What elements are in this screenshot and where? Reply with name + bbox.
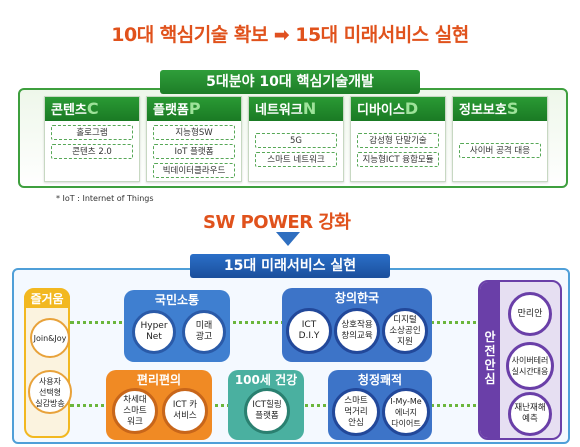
service-circle: 디지털 소상공인 지원 bbox=[382, 308, 428, 354]
category-content: 콘텐츠C 홀로그램 콘텐츠 2.0 bbox=[44, 96, 140, 182]
category-title: 플랫폼 bbox=[153, 103, 189, 118]
tech-item: 스마트 네트워크 bbox=[255, 152, 337, 167]
service-circle: 만리안 bbox=[508, 292, 552, 336]
group-fun bbox=[24, 288, 70, 438]
service-circle: 차세대 스마트 워크 bbox=[112, 388, 158, 434]
category-letter: C bbox=[86, 99, 99, 118]
tech-item: 지능형SW bbox=[153, 125, 235, 140]
category-letter: N bbox=[302, 99, 317, 118]
tech-item: 빅데이터클라우드 bbox=[153, 163, 235, 178]
group-title: 100세 건강 bbox=[234, 373, 298, 387]
down-arrow-icon bbox=[276, 232, 300, 246]
category-title: 콘텐츠 bbox=[51, 103, 87, 118]
group-title: 국민소통 bbox=[154, 293, 200, 307]
service-circle: 미래 광고 bbox=[182, 310, 226, 354]
sw-power-label: SW POWER 강화 bbox=[203, 212, 351, 233]
category-security: 정보보호S 사이버 공격 대응 bbox=[452, 96, 548, 182]
group-title: 즐거움 bbox=[24, 290, 70, 308]
footnote: * IoT : Internet of Things bbox=[56, 194, 154, 203]
service-circle: Join&Joy bbox=[30, 318, 70, 358]
service-circle: I-My-Me 에너지 다이어트 bbox=[382, 388, 430, 436]
tech-item: 5G bbox=[255, 133, 337, 148]
service-circle: 사이버테러 실시간대응 bbox=[506, 342, 554, 390]
title-left: 10대 핵심기술 확보 bbox=[111, 24, 268, 46]
category-letter: S bbox=[506, 99, 519, 118]
tech-item: 콘텐츠 2.0 bbox=[51, 144, 133, 159]
tech-item: 사이버 공격 대응 bbox=[459, 143, 541, 158]
right-arrow-icon: ➡ bbox=[273, 24, 290, 46]
group-title: 청정쾌적 bbox=[357, 373, 403, 387]
service-circle: 재난재해 예측 bbox=[508, 392, 552, 436]
category-network: 네트워크N 5G 스마트 네트워크 bbox=[248, 96, 344, 182]
service-circle: 스마트 먹거리 안심 bbox=[332, 388, 380, 436]
tech-banner: 5대분야 10대 핵심기술개발 bbox=[160, 70, 420, 94]
category-title: 디바이스 bbox=[357, 103, 405, 118]
service-banner: 15대 미래서비스 실현 bbox=[190, 254, 390, 278]
category-device: 디바이스D 감성형 단말기술 지능형ICT 융합모듈 bbox=[350, 96, 446, 182]
tech-item: 지능형ICT 융합모듈 bbox=[357, 152, 439, 167]
page-title: 10대 핵심기술 확보➡15대 미래서비스 실현 bbox=[0, 0, 580, 70]
tech-item: 홀로그램 bbox=[51, 125, 133, 140]
service-circle: Hyper Net bbox=[132, 310, 176, 354]
group-title: 편리편의 bbox=[136, 373, 182, 387]
tech-item: IoT 플랫폼 bbox=[153, 144, 235, 159]
group-title-bar bbox=[480, 282, 500, 438]
service-circle: 사용자 선택형 실감방송 bbox=[28, 370, 72, 414]
title-right: 15대 미래서비스 실현 bbox=[295, 24, 469, 46]
tech-item: 감성형 단말기술 bbox=[357, 133, 439, 148]
group-title: 안전 안심 bbox=[484, 330, 496, 386]
group-title: 창의한국 bbox=[334, 291, 380, 305]
service-circle: 상호작용 창의교육 bbox=[334, 308, 380, 354]
category-platform: 플랫폼P 지능형SW IoT 플랫폼 빅데이터클라우드 bbox=[146, 96, 242, 182]
category-letter: P bbox=[188, 99, 201, 118]
category-title: 네트워크 bbox=[255, 103, 303, 118]
service-circle: ICT힐링 플랫폼 bbox=[244, 388, 290, 434]
category-letter: D bbox=[404, 99, 419, 118]
connector-line bbox=[70, 321, 490, 324]
service-circle: ICT 카 서비스 bbox=[162, 388, 208, 434]
category-title: 정보보호 bbox=[459, 103, 507, 118]
service-circle: ICT D.I.Y bbox=[286, 308, 332, 354]
